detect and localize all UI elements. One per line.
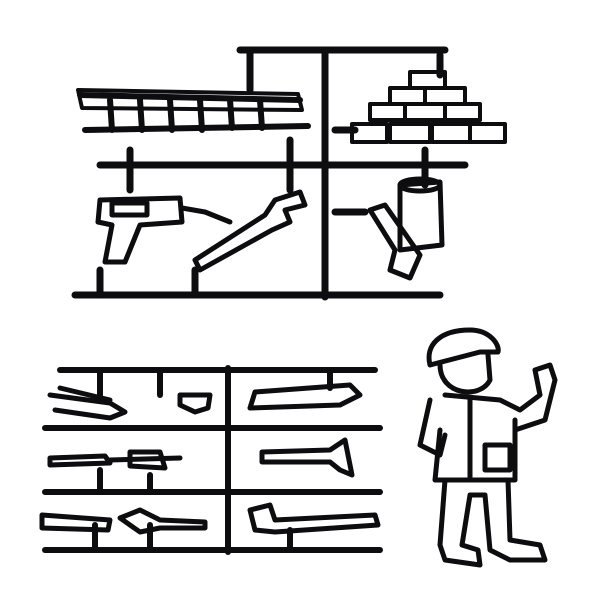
hammer <box>259 437 355 478</box>
brick-wall <box>350 70 507 144</box>
tape-measure <box>177 392 213 415</box>
screwdriver <box>47 449 183 471</box>
drill <box>95 195 233 265</box>
wrench <box>192 189 308 273</box>
pliers <box>47 385 128 421</box>
ladder <box>76 88 311 133</box>
trowel <box>247 382 363 411</box>
paint-can-brush <box>367 176 445 281</box>
chisel-and-tools <box>39 507 208 535</box>
top-sprue-frame <box>71 46 469 301</box>
bottom-sprue-frame <box>42 365 383 555</box>
builder-figure <box>417 327 558 568</box>
saw <box>247 502 381 535</box>
